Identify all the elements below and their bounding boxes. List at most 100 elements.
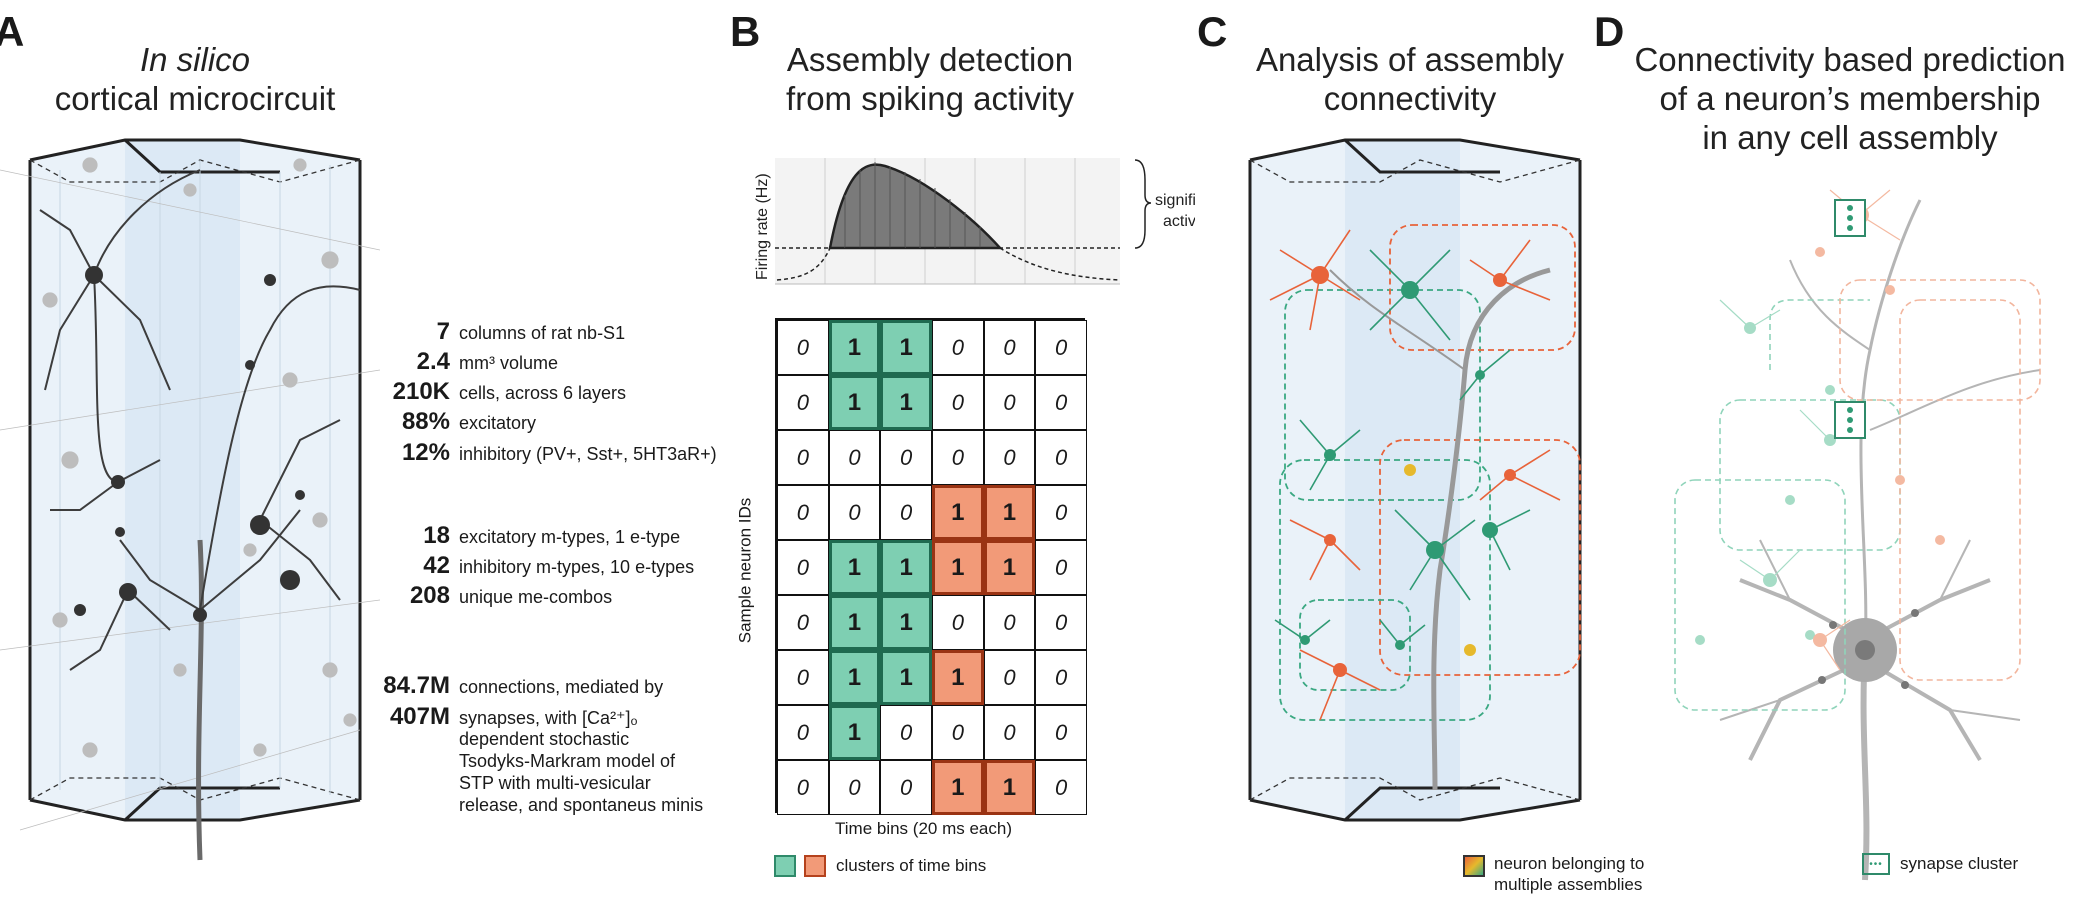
matrix-cell: 1 bbox=[983, 540, 1036, 595]
matrix-cell: 1 bbox=[932, 540, 984, 595]
stat-excitatory: 88% excitatory bbox=[375, 408, 536, 436]
stat-columns: 7 columns of rat nb-S1 bbox=[375, 318, 625, 346]
multi-assembly-swatch bbox=[1463, 855, 1485, 877]
synapse-cluster-legend: ••• synapse cluster bbox=[1862, 853, 2018, 875]
matrix-cell: 1 bbox=[983, 485, 1036, 540]
orange-cluster-swatch bbox=[804, 855, 826, 877]
firing-rate-label: Firing rate (Hz) bbox=[754, 173, 771, 280]
stat-value: 12% bbox=[401, 439, 450, 466]
stat-connections: 84.7M connections, mediated by bbox=[375, 672, 663, 700]
matrix-cell: 0 bbox=[1035, 595, 1087, 650]
cluster-legend-label: clusters of time bins bbox=[836, 856, 987, 875]
matrix-cell: 1 bbox=[932, 485, 984, 540]
assembly-connectivity-illustration bbox=[1248, 138, 1582, 822]
matrix-cell: 0 bbox=[777, 485, 829, 540]
matrix-cell: 0 bbox=[1035, 650, 1087, 705]
stat-value: 407M bbox=[389, 703, 450, 730]
matrix-cell: 0 bbox=[880, 430, 932, 485]
matrix-cell: 0 bbox=[932, 320, 984, 375]
synapse-cluster-legend-icon: ••• bbox=[1862, 853, 1890, 875]
matrix-cell: 0 bbox=[1035, 760, 1087, 815]
matrix-x-label: Time bins (20 ms each) bbox=[835, 819, 1012, 838]
synapse-note-line: release, and spontaneus minis bbox=[459, 795, 704, 815]
matrix-cell: 1 bbox=[880, 595, 932, 650]
panel-a-title-line1: In silico bbox=[139, 41, 251, 78]
panel-c-title-line1: Analysis of assembly bbox=[1255, 41, 1565, 78]
stat-volume: 2.4 mm³ volume bbox=[375, 348, 558, 376]
matrix-cell: 0 bbox=[777, 320, 829, 375]
panel-b-title: Assembly detection from spiking activity bbox=[760, 40, 1100, 118]
synapse-cluster-box bbox=[1834, 199, 1866, 237]
significant-label-1: significant bbox=[1155, 192, 1195, 209]
stat-value: 2.4 bbox=[416, 348, 450, 375]
stat-value: 84.7M bbox=[383, 672, 450, 699]
stat-synapses: 407M synapses, with [Ca²⁺]ₒ bbox=[375, 703, 637, 731]
multi-assembly-legend-line: multiple assemblies bbox=[1494, 875, 1643, 894]
matrix-cell: 1 bbox=[880, 375, 932, 430]
multi-assembly-legend-text: neuron belonging to multiple assemblies bbox=[1494, 853, 1644, 895]
synapse-note-line: dependent stochastic bbox=[459, 729, 630, 749]
matrix-cell: 0 bbox=[983, 320, 1036, 375]
matrix-cell: 0 bbox=[1035, 320, 1087, 375]
green-cluster-swatch bbox=[774, 855, 796, 877]
panel-d-title-line3: in any cell assembly bbox=[1702, 119, 1998, 156]
panel-d-title-line2: of a neuron’s membership bbox=[1659, 80, 2041, 117]
matrix-cell: 1 bbox=[828, 375, 881, 430]
matrix-cell: 1 bbox=[880, 540, 932, 595]
panel-d-letter: D bbox=[1594, 8, 1625, 55]
matrix-cell: 0 bbox=[983, 650, 1036, 705]
matrix-cell: 0 bbox=[1035, 375, 1087, 430]
matrix-cell: 1 bbox=[932, 650, 984, 705]
matrix-cell: 0 bbox=[1035, 540, 1087, 595]
stat-value: 208 bbox=[409, 582, 450, 609]
matrix-cell: 1 bbox=[932, 760, 984, 815]
stat-inhibitory: 12% inhibitory (PV+, Sst+, 5HT3aR+) bbox=[375, 439, 717, 467]
matrix-cell: 1 bbox=[880, 320, 932, 375]
stat-text: connections, mediated by bbox=[459, 677, 664, 697]
panel-b-title-line2: from spiking activity bbox=[786, 80, 1074, 117]
matrix-cell: 1 bbox=[828, 540, 881, 595]
stat-value: 88% bbox=[401, 408, 450, 435]
multi-assembly-legend: neuron belonging to multiple assemblies bbox=[1463, 853, 1644, 895]
matrix-cell: 0 bbox=[777, 540, 829, 595]
matrix-cell: 0 bbox=[880, 705, 932, 760]
stat-text: excitatory bbox=[459, 413, 537, 433]
matrix-cell: 0 bbox=[777, 650, 829, 705]
multi-assembly-legend-line: neuron belonging to bbox=[1494, 854, 1645, 873]
stat-value: 42 bbox=[423, 552, 450, 579]
panel-d-title: Connectivity based prediction of a neuro… bbox=[1620, 40, 2080, 157]
matrix-cell: 0 bbox=[932, 375, 984, 430]
stat-text: columns of rat nb-S1 bbox=[459, 323, 626, 343]
cluster-legend: clusters of time bins bbox=[774, 855, 986, 877]
matrix-cell: 0 bbox=[880, 760, 932, 815]
stat-text: mm³ volume bbox=[459, 353, 559, 373]
stat-text: synapses, with [Ca²⁺]ₒ bbox=[459, 708, 638, 728]
matrix-cell: 0 bbox=[777, 430, 829, 485]
synapse-note: dependent stochastic Tsodyks-Markram mod… bbox=[459, 728, 703, 816]
matrix-cell: 0 bbox=[828, 485, 881, 540]
matrix-cell: 0 bbox=[777, 760, 829, 815]
significant-label-2: activity bbox=[1163, 213, 1195, 230]
panel-b-title-line1: Assembly detection bbox=[786, 41, 1074, 78]
matrix-cell: 0 bbox=[1035, 430, 1087, 485]
matrix-cell: 1 bbox=[880, 650, 932, 705]
matrix-cell: 0 bbox=[983, 595, 1036, 650]
matrix-y-label: Sample neuron IDs bbox=[735, 497, 755, 644]
panel-a-title: In silico cortical microcircuit bbox=[20, 40, 370, 118]
panel-d-title-line1: Connectivity based prediction bbox=[1634, 41, 2066, 78]
matrix-cell: 0 bbox=[983, 705, 1036, 760]
matrix-cell: 0 bbox=[1035, 705, 1087, 760]
panel-a-letter: A bbox=[0, 8, 25, 55]
matrix-cell: 0 bbox=[932, 430, 984, 485]
stat-text: unique me-combos bbox=[459, 587, 613, 607]
matrix-cell: 1 bbox=[828, 650, 881, 705]
stat-text: inhibitory (PV+, Sst+, 5HT3aR+) bbox=[459, 444, 717, 464]
stat-value: 210K bbox=[392, 378, 450, 405]
stat-value: 7 bbox=[436, 318, 450, 345]
synapse-note-line: Tsodyks-Markram model of bbox=[459, 751, 676, 771]
matrix-cell: 0 bbox=[932, 595, 984, 650]
firing-rate-plot: Firing rate (Hz) significant activity bbox=[754, 158, 1195, 285]
